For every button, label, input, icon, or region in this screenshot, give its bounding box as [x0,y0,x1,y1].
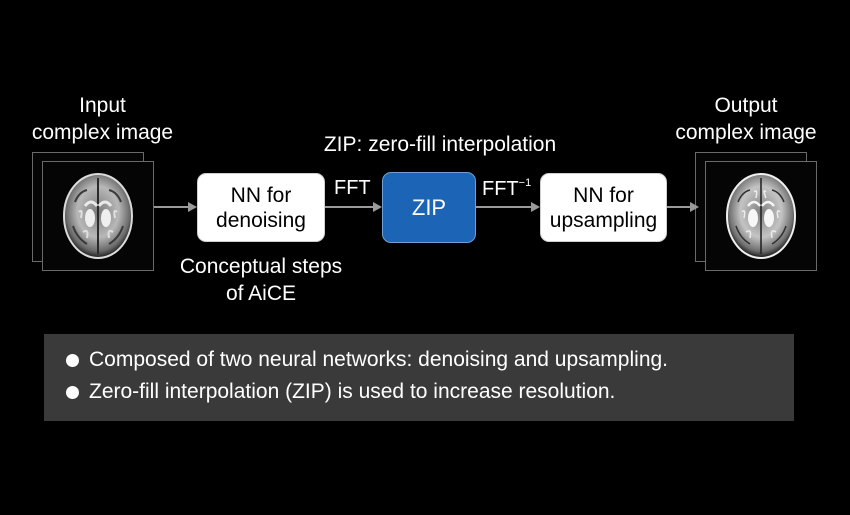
arrow-input-to-denoise-head [188,202,197,212]
caption-line2: of AiCE [150,280,372,307]
bullet-item: Zero-fill interpolation (ZIP) is used to… [66,380,615,404]
arrow-upsample-to-output-head [690,202,699,212]
bullet-text: Zero-fill interpolation (ZIP) is used to… [89,380,615,404]
nn-upsampling-line2: upsampling [550,208,657,233]
nn-denoising-line2: denoising [216,208,306,233]
fft-label: FFT [334,177,371,200]
nn-denoising-line1: NN for [216,183,306,208]
bullet-dot-icon [66,386,79,399]
zip-box: ZIP [382,172,476,243]
inverse-fft-label: FFT−1 [482,177,531,201]
arrow-denoise-to-zip-head [373,202,382,212]
zip-box-label: ZIP [412,195,446,220]
bullet-dot-icon [66,354,79,367]
bullet-item: Composed of two neural networks: denoisi… [66,348,668,372]
inverse-fft-text: FFT [482,178,519,200]
nn-upsampling-box: NN for upsampling [540,173,667,242]
summary-panel: Composed of two neural networks: denoisi… [44,334,794,421]
inverse-fft-superscript: −1 [519,177,532,189]
bullet-text: Composed of two neural networks: denoisi… [89,348,668,372]
arrow-zip-to-upsample-head [531,202,540,212]
caption-line1: Conceptual steps [150,253,372,280]
nn-denoising-box: NN for denoising [197,173,325,242]
nn-upsampling-line1: NN for [550,183,657,208]
conceptual-steps-caption: Conceptual steps of AiCE [150,253,372,307]
